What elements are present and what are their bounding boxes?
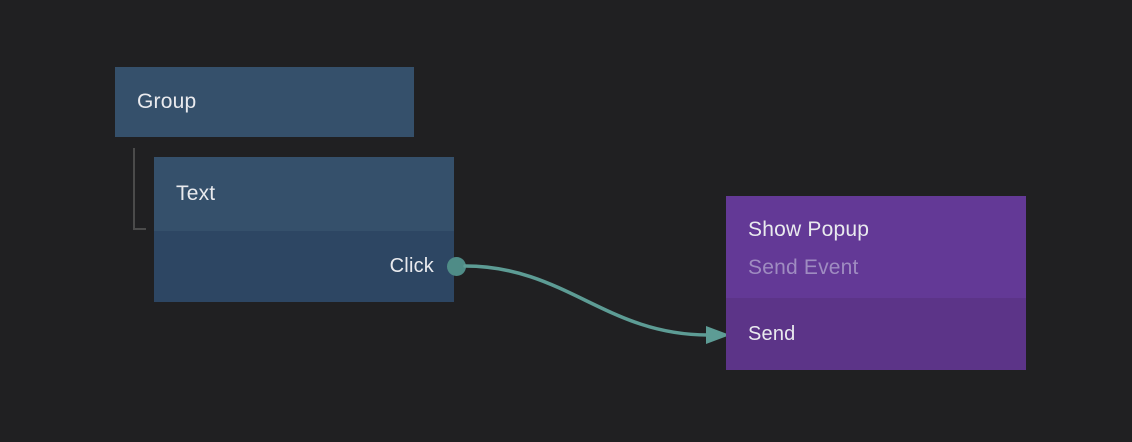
show-popup-node[interactable]: Show Popup Send Event Send xyxy=(726,196,1026,370)
click-output-port[interactable] xyxy=(447,257,466,276)
tree-connector-line xyxy=(133,148,146,230)
group-node[interactable]: Group xyxy=(115,67,414,137)
show-popup-node-title: Show Popup xyxy=(748,218,870,241)
send-input-section[interactable]: Send xyxy=(726,298,1026,370)
connection-curve[interactable] xyxy=(463,264,710,337)
text-node-title: Text xyxy=(176,182,216,205)
show-popup-node-subtitle: Send Event xyxy=(748,256,859,279)
text-node[interactable]: Text Click xyxy=(154,157,454,302)
text-node-events-section: Click xyxy=(154,231,454,302)
click-output-port-label: Click xyxy=(389,255,434,277)
group-node-title: Group xyxy=(137,90,197,113)
text-node-header: Text xyxy=(154,157,454,231)
send-input-port-label: Send xyxy=(748,322,796,345)
show-popup-node-header: Show Popup Send Event xyxy=(726,196,1026,298)
